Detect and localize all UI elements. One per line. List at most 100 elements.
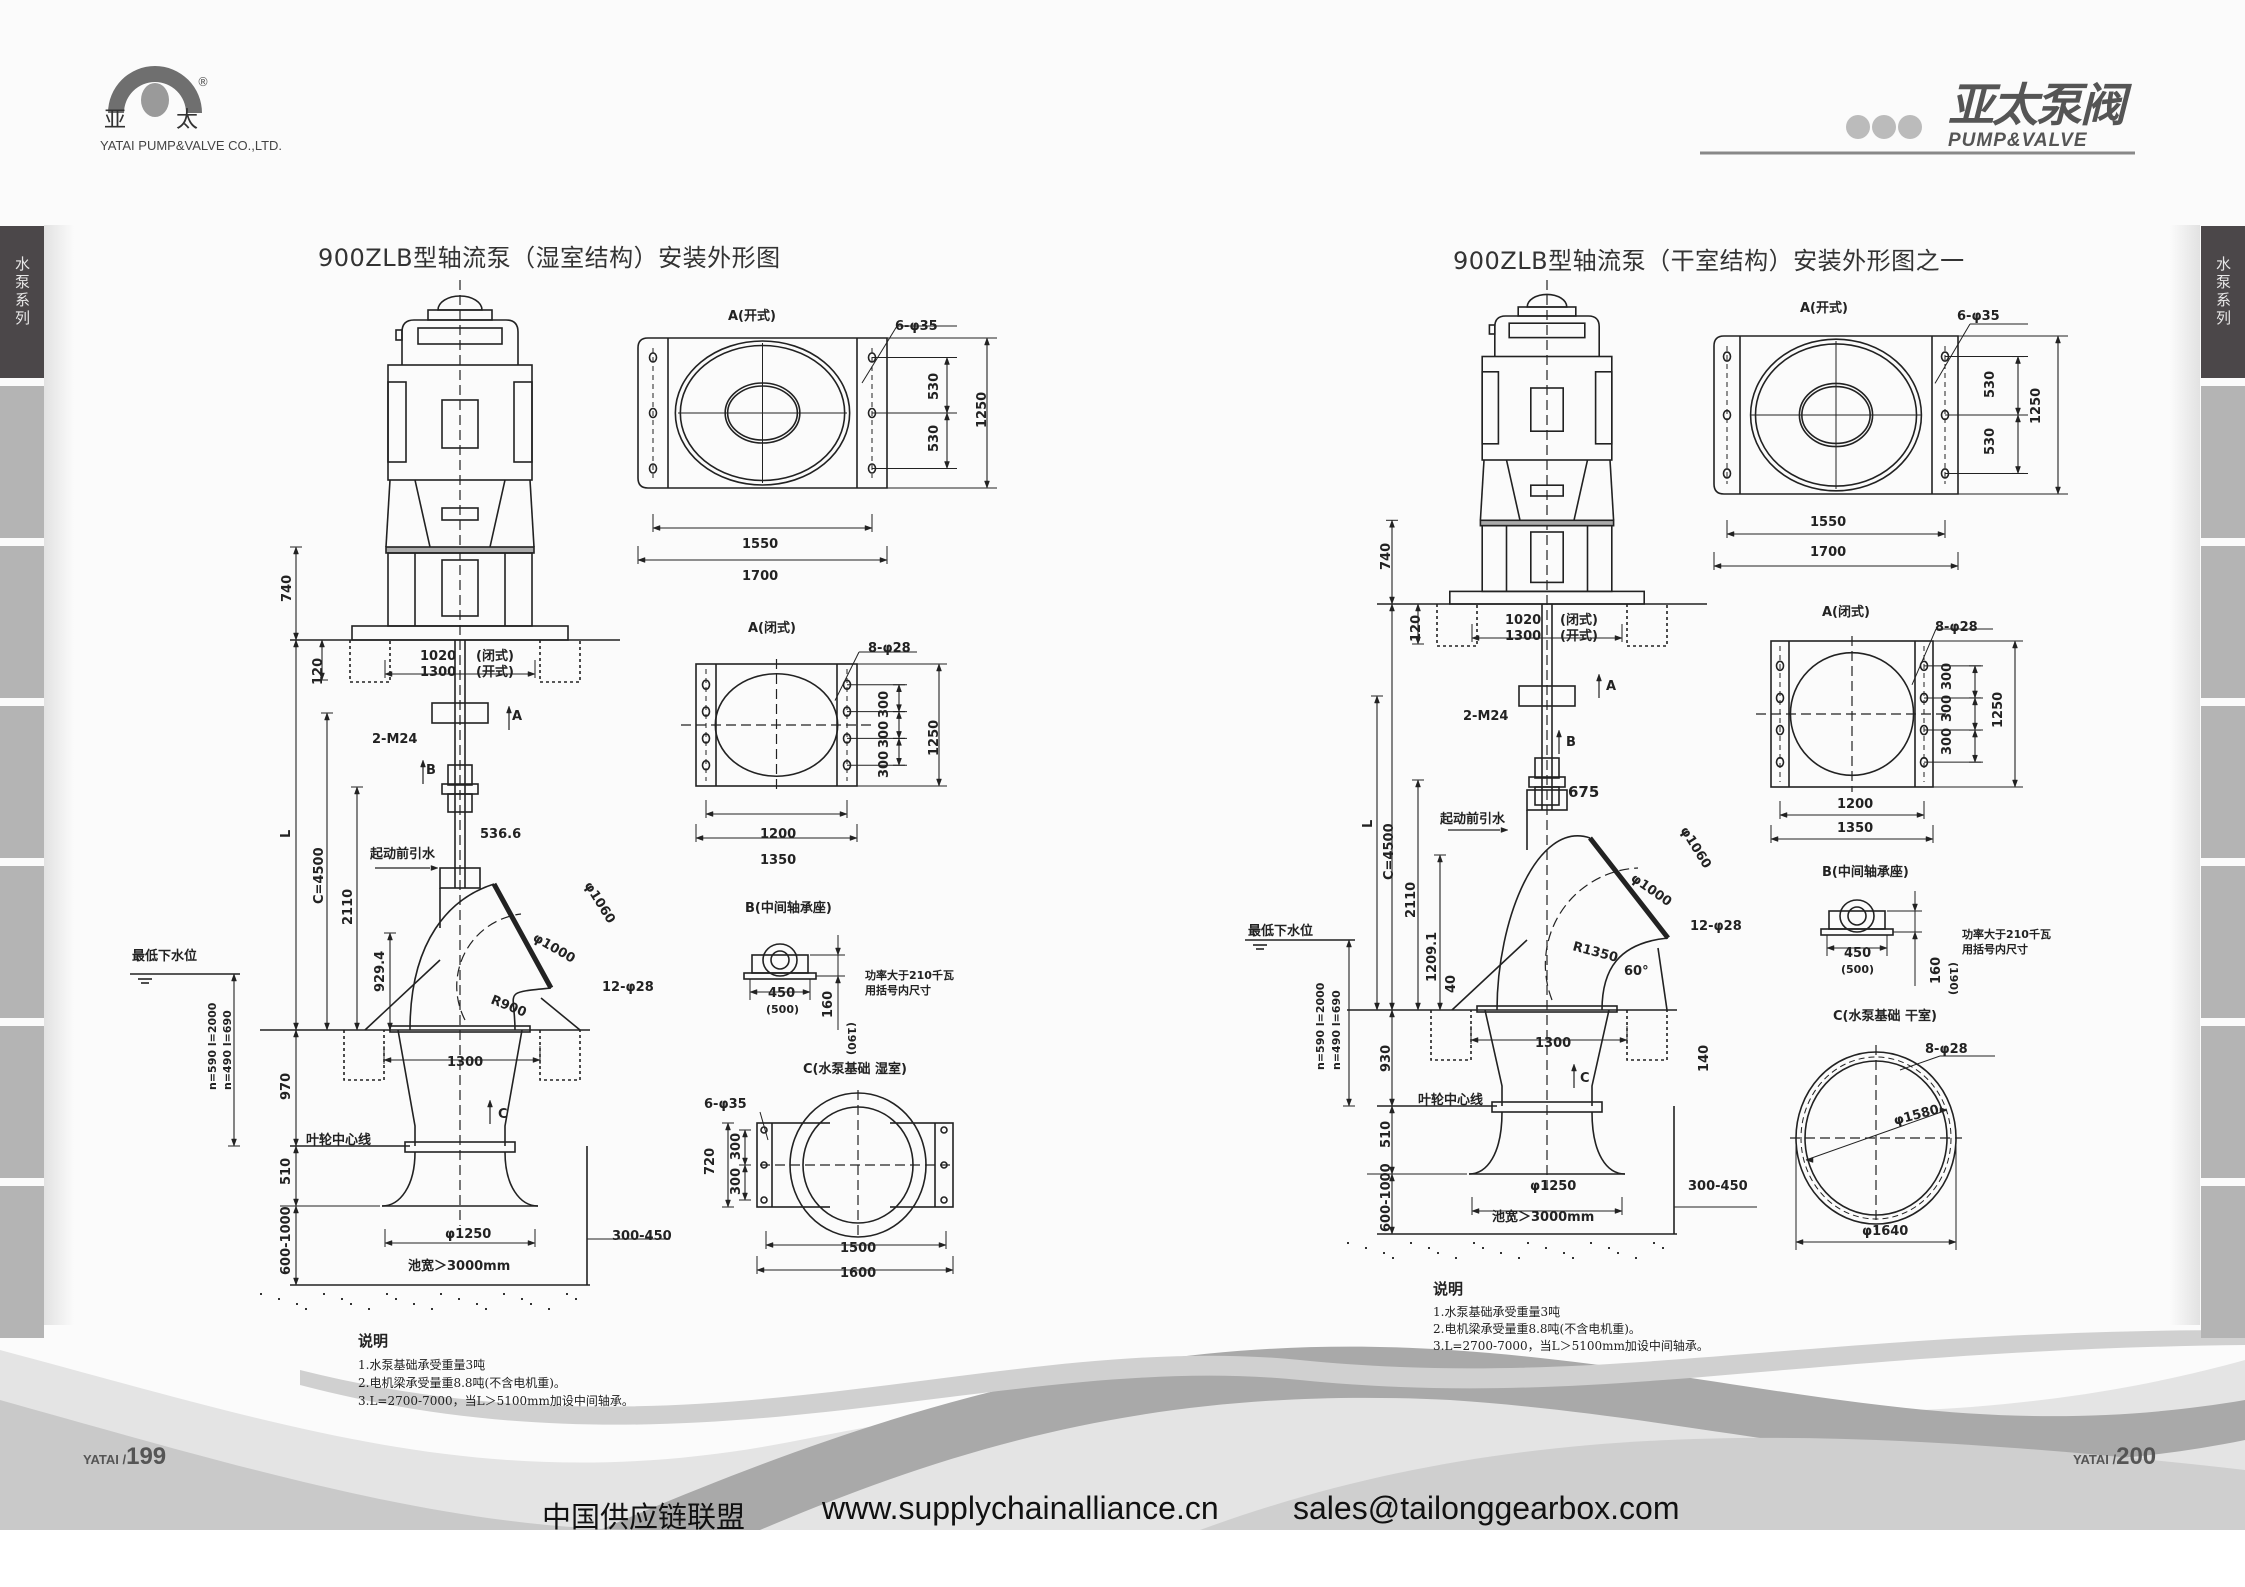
dim-label: 1550 [1810, 515, 1846, 530]
side-tab-pump-series-right[interactable]: 水泵系列 [2201, 226, 2245, 378]
side-tab[interactable] [0, 866, 44, 1018]
side-tab-pump-series-left[interactable]: 水泵系列 [0, 226, 44, 378]
dim-label: 530 [927, 373, 942, 400]
dimension-arrow-icon [839, 811, 848, 817]
dimension-arrow-icon [945, 1267, 954, 1273]
right-view-b: B(中间轴承座) 450 (500) 160 (190) 功率大于210千瓦 用… [1822, 864, 2051, 995]
dimension-arrow-icon [742, 1192, 748, 1201]
dim-label: 300 [1940, 728, 1955, 755]
dimension-arrow-icon [1619, 1037, 1628, 1043]
power-note: 用括号内尺寸 [1962, 942, 2028, 956]
dimension-arrow-icon [532, 1057, 541, 1063]
motor-stand-leg [1573, 459, 1589, 521]
ground-hatch [548, 1308, 550, 1310]
dimension-arrow-icon [1415, 1002, 1421, 1011]
pump-tube [1591, 1009, 1610, 1106]
dimension-arrow-icon [527, 1240, 536, 1246]
view-label: C(水泵基础 湿室) [803, 1061, 907, 1077]
dimension-arrow-icon [896, 731, 902, 740]
wave-mid [0, 1400, 650, 1530]
dim-label: 40 [1444, 975, 1459, 993]
bolt-label: 12-φ28 [602, 980, 654, 995]
side-tab[interactable] [2201, 1186, 2245, 1338]
dimension-arrow-icon [1346, 939, 1352, 948]
dimension-arrow-icon [1389, 1173, 1395, 1182]
ground-hatch [386, 1293, 388, 1295]
dimension-arrow-icon [293, 1145, 299, 1154]
dim-label: L [1361, 820, 1376, 828]
bolt-hole-icon [1722, 351, 1732, 362]
side-tab[interactable] [2201, 386, 2245, 538]
shaft-coupling [447, 793, 473, 813]
ground-hatch [1500, 1252, 1502, 1254]
ground-hatch [1437, 1252, 1439, 1254]
dimension-arrow-icon [293, 632, 299, 641]
bolt-label: 6-φ35 [895, 319, 938, 334]
bolt-label: 8-φ28 [868, 641, 911, 656]
dimension-arrow-icon [749, 989, 758, 995]
side-tab[interactable] [0, 1026, 44, 1178]
side-tab[interactable] [0, 1186, 44, 1338]
ground-hatch [521, 1298, 523, 1300]
ground-hatch [575, 1298, 577, 1300]
dimension-arrow-icon [293, 546, 299, 555]
dimension-arrow-icon [1415, 603, 1421, 612]
dimension-arrow-icon [1346, 1098, 1352, 1107]
dim-label: 120 [311, 658, 326, 685]
elbow-inner [1601, 937, 1669, 1011]
dim-label: 600-1000 [1379, 1163, 1394, 1232]
company-name: YATAI PUMP&VALVE CO.,LTD. [100, 138, 283, 153]
dim-label: 510 [279, 1158, 294, 1185]
dimension-arrow-icon [1726, 531, 1735, 537]
footer-email[interactable]: sales@tailonggearbox.com [1293, 1490, 1680, 1526]
motor-stand-leg [1479, 459, 1485, 521]
dim-label: (190) [845, 1022, 858, 1055]
brand-logo-en: PUMP&VALVE [1948, 130, 2088, 151]
side-tab[interactable] [2201, 866, 2245, 1018]
side-tab[interactable] [0, 546, 44, 698]
motor-side-panel [513, 381, 533, 463]
bearing-bore [1847, 906, 1867, 926]
page-brand: YATAI / [83, 1452, 127, 1467]
ground-hatch [1392, 1257, 1394, 1259]
footer-website[interactable]: www.supplychainalliance.cn [822, 1490, 1219, 1526]
dim-label: 1250 [2029, 388, 2044, 424]
dimension-arrow-icon [896, 704, 902, 713]
motor-nameplate [1508, 322, 1586, 339]
side-tab[interactable] [2201, 706, 2245, 858]
foundation-block [539, 640, 581, 683]
notes-title: 说明 [358, 1332, 388, 1350]
pump-tube [397, 1029, 416, 1146]
ground-hatch [1608, 1247, 1610, 1249]
side-tab[interactable] [0, 706, 44, 858]
dim-label: L [279, 830, 294, 838]
dimension-arrow-icon [896, 758, 902, 767]
dimension-arrow-icon [293, 639, 299, 648]
dimension-arrow-icon [1374, 695, 1380, 704]
side-tab[interactable] [0, 386, 44, 538]
ground-hatch [323, 1293, 325, 1295]
dimension-arrow-icon [2012, 640, 2018, 649]
side-tab[interactable] [2201, 1026, 2245, 1178]
dimension-arrow-icon [984, 480, 990, 489]
ground-hatch [431, 1308, 433, 1310]
elbow-outer [1496, 835, 1591, 1011]
dimension-arrow-icon [1471, 1208, 1480, 1214]
dimension-arrow-icon [430, 865, 439, 871]
dim-label: n=490 l=690 [221, 1010, 234, 1090]
dimension-arrow-icon [1879, 945, 1888, 951]
ground-hatch [350, 1303, 352, 1305]
suction-bell [1591, 1111, 1626, 1175]
motor-dome [1526, 293, 1568, 308]
dimension-arrow-icon [944, 356, 950, 365]
logo-bubble-icon [1898, 115, 1922, 139]
dimension-arrow-icon [293, 1198, 299, 1207]
dim-label: 300-450 [612, 1229, 672, 1244]
foundation-block [1626, 604, 1668, 647]
side-tab[interactable] [2201, 546, 2245, 698]
dim-label: 140 [1697, 1045, 1712, 1072]
foundation-block [349, 640, 391, 683]
dim-label: 1250 [975, 392, 990, 428]
dimension-arrow-icon [1500, 827, 1509, 833]
ground-hatch [1527, 1242, 1529, 1244]
